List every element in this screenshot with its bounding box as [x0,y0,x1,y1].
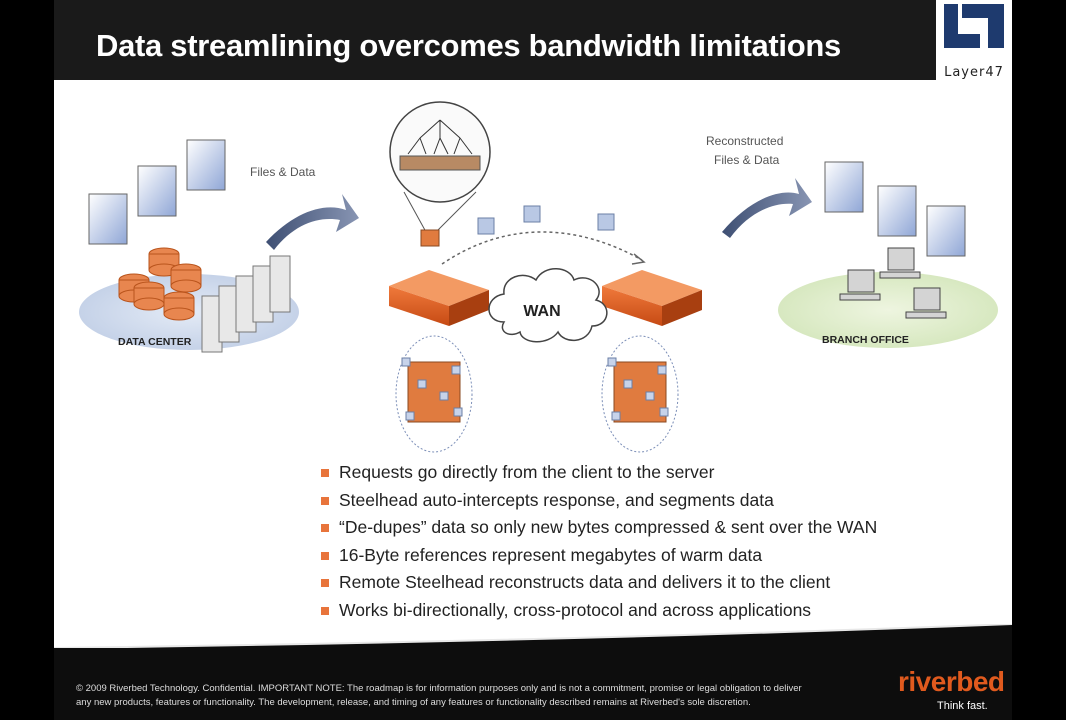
bullet-icon [321,496,329,505]
bullet-icon [321,551,329,560]
bullet-icon [321,579,329,587]
computer-icon [839,247,947,319]
segmented-data-store-icon [601,335,679,453]
database-icon [118,247,202,321]
reconstructed-label: Reconstructed [706,134,784,148]
wan-label: WAN [523,303,560,320]
branch-office-label: BRANCH OFFICE [822,334,909,346]
steelhead-appliance-icon [389,270,489,326]
bullet-list: Requests go directly from the client to … [319,462,877,627]
packet-icon [477,205,615,235]
list-item: Works bi-directionally, cross-protocol a… [319,600,877,628]
document-icon [824,161,966,257]
legal-notice: © 2009 Riverbed Technology. Confidential… [76,683,802,708]
list-item: Requests go directly from the client to … [319,462,877,490]
riverbed-tagline: Think fast. [937,700,988,712]
data-center-label: DATA CENTER [118,336,192,348]
arrow-icon [266,194,359,250]
deduplication-diagram-icon [389,101,491,247]
diagram: WAN [79,101,998,453]
bullet-icon [321,469,329,477]
segmented-data-store-icon [395,335,473,453]
wan-cloud-icon [488,268,608,343]
list-item: “De-dupes” data so only new bytes compre… [319,517,877,545]
layer47-logo: Layer47 [936,0,1012,82]
slide-title: Data streamlining overcomes bandwidth li… [96,28,841,63]
bullet-icon [321,524,329,532]
slide-header: Data streamlining overcomes bandwidth li… [54,0,1012,80]
footer-swoosh [54,624,1012,654]
list-item: Remote Steelhead reconstructs data and d… [319,572,877,600]
steelhead-appliance-icon [602,270,702,326]
bullet-icon [321,606,329,615]
reconstructed-files-label: Files & Data [714,153,780,167]
files-data-label: Files & Data [250,165,316,179]
riverbed-logo: riverbed [898,666,1005,697]
document-icon [88,139,226,245]
list-item: Steelhead auto-intercepts response, and … [319,490,877,518]
branch-office-area [778,272,998,348]
wan-path-line [441,231,643,265]
slide-footer: © 2009 Riverbed Technology. Confidential… [54,648,1012,720]
server-rack-icon [201,255,291,353]
layer47-emblem-icon [944,4,1004,48]
slide: Data streamlining overcomes bandwidth li… [54,0,1012,720]
arrow-icon [722,178,812,238]
list-item: 16-Byte references represent megabytes o… [319,545,877,573]
